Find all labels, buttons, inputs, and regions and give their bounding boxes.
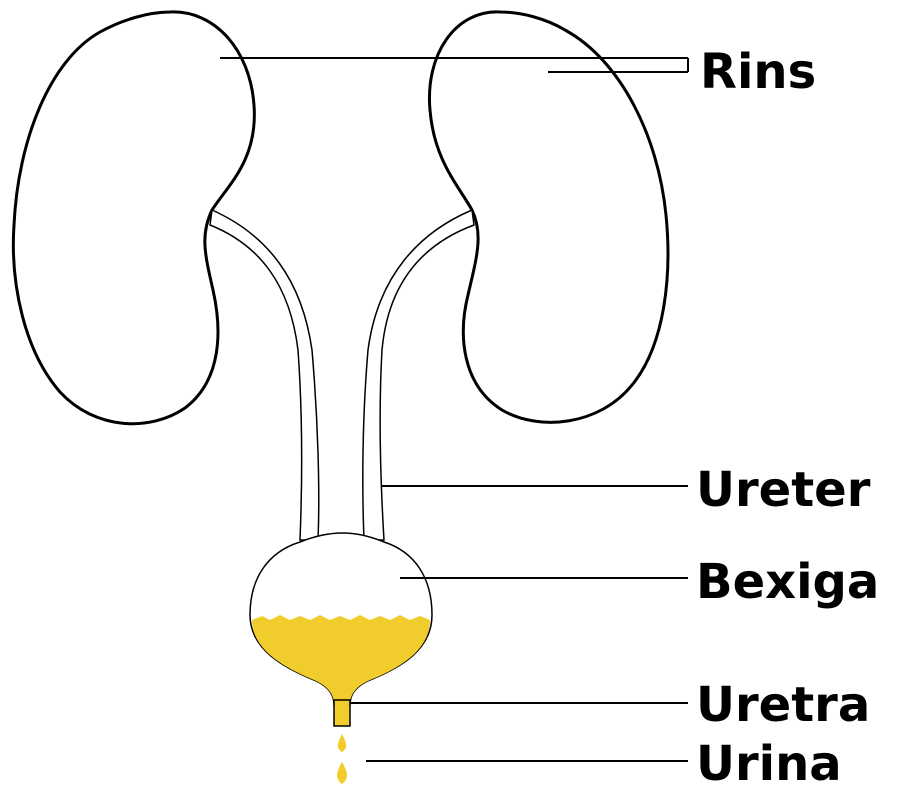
left-ureter: [210, 210, 319, 540]
label-kidneys: Rins: [700, 44, 816, 100]
urine-drop: [338, 734, 346, 752]
label-urine: Urina: [696, 736, 842, 788]
bladder-urine: [252, 615, 430, 705]
label-ureter: Ureter: [696, 462, 871, 518]
label-bladder: Bexiga: [696, 554, 879, 610]
urine-drop: [337, 762, 347, 784]
label-urethra: Uretra: [696, 677, 870, 733]
right-ureter: [363, 210, 474, 540]
urethra: [334, 700, 350, 726]
